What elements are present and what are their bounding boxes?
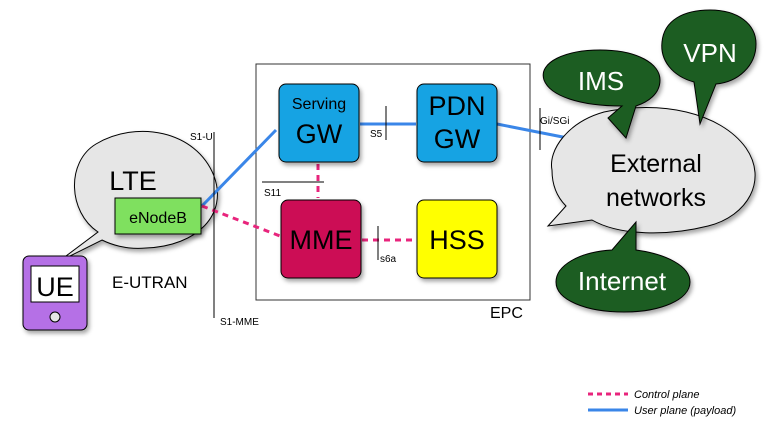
pdn-gw-box[interactable] — [416, 83, 498, 163]
internet-bubble[interactable] — [555, 220, 691, 313]
ims-bubble[interactable] — [542, 49, 661, 139]
vpn-bubble[interactable] — [661, 9, 757, 126]
mme-label: MME — [290, 225, 353, 255]
vpn-label: VPN — [683, 38, 736, 68]
pdn-gw-label-line2: GW — [434, 124, 481, 154]
e-utran-label: E-UTRAN — [112, 273, 188, 292]
serving-gw-label-line2: GW — [296, 119, 343, 149]
s1-mme-label: S1-MME — [220, 317, 259, 328]
lte-bubble — [57, 131, 218, 263]
enodeb-box[interactable] — [114, 197, 202, 235]
gi-sgi-label: Gi/SGi — [540, 116, 569, 127]
ue-screen — [30, 265, 80, 303]
legend-control-label: Control plane — [634, 389, 699, 401]
ims-label: IMS — [578, 66, 624, 96]
external-label-line2: networks — [606, 184, 706, 212]
hss-box[interactable] — [416, 199, 498, 279]
s11-label: S11 — [264, 188, 281, 199]
pdn-gw-label-line1: PDN — [428, 91, 485, 121]
internet-label: Internet — [578, 266, 667, 296]
s5-label: S5 — [370, 129, 383, 140]
epc-label: EPC — [490, 305, 523, 322]
legend-user-label: User plane (payload) — [634, 405, 736, 417]
s1-mme-link — [201, 204, 281, 238]
lte-label: LTE — [109, 166, 157, 196]
enodeb-label: eNodeB — [129, 210, 187, 227]
external-label-line1: External — [610, 150, 702, 178]
s6a-label: s6a — [380, 254, 397, 265]
external-networks-bubble[interactable] — [546, 107, 756, 234]
s1-u-label: S1-U — [190, 132, 213, 143]
epc-boundary — [255, 63, 531, 301]
mme-box[interactable] — [280, 199, 362, 279]
serving-gw-box[interactable] — [278, 83, 360, 163]
home-button-icon — [49, 311, 61, 323]
serving-gw-label-line1: Serving — [292, 96, 346, 113]
hss-label: HSS — [429, 225, 485, 255]
ue-device[interactable] — [22, 255, 88, 331]
ue-label: UE — [36, 272, 74, 302]
